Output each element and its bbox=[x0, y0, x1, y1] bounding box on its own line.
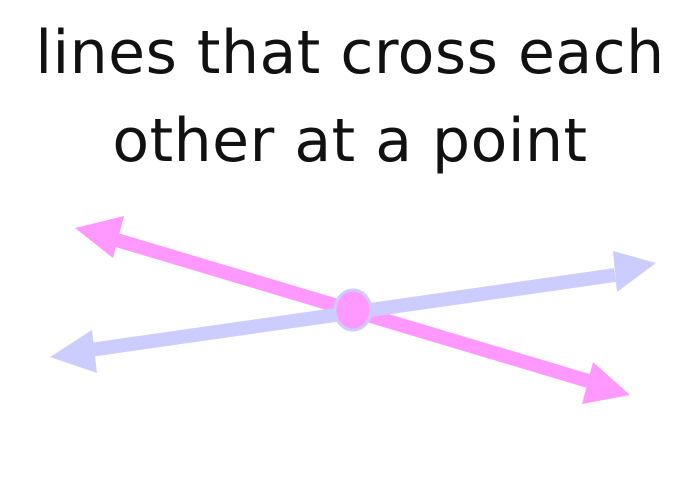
intersection-point bbox=[333, 288, 373, 332]
line-a-arrowhead-left bbox=[75, 216, 124, 258]
caption-line-2: other at a point bbox=[112, 106, 588, 176]
line-a-arrowhead-right bbox=[582, 362, 630, 404]
caption-line-1: lines that cross each bbox=[35, 18, 665, 88]
line-b-arrowhead-left bbox=[50, 330, 97, 373]
line-b-arrowhead-right bbox=[613, 251, 656, 292]
